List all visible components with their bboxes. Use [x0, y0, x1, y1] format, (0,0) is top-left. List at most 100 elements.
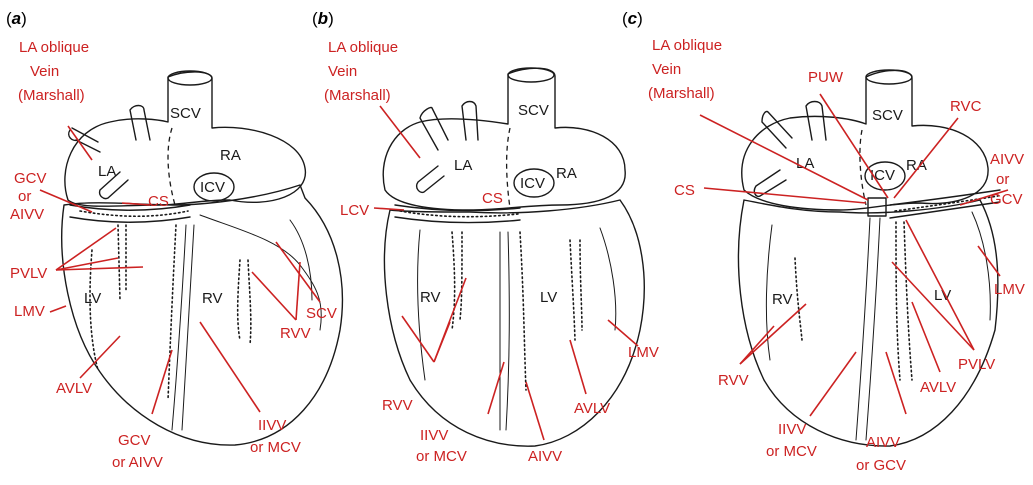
label-lv: LV [84, 290, 101, 307]
rvv-vein [795, 258, 802, 340]
label-cs: CS [674, 182, 695, 199]
label-oblique-2: Vein [30, 63, 59, 80]
label-iivv-2: or MCV [250, 439, 301, 456]
label-puw: PUW [808, 69, 844, 86]
leader-pvlv-1 [906, 220, 974, 350]
lmv-vein [972, 212, 990, 320]
rim-vein [290, 220, 312, 300]
atria-outline [65, 72, 306, 206]
panel-a: (a) SCV RA LA ICV RV LV [6, 9, 342, 471]
label-oblique-1: LA oblique [652, 37, 722, 54]
label-pvlv: PVLV [10, 265, 47, 282]
label-gcv-3: AIVV [10, 206, 44, 223]
scv-opening [866, 70, 912, 84]
leader-iivv [810, 352, 856, 416]
leader-rvv-1 [252, 272, 296, 320]
label-oblique-3: (Marshall) [18, 87, 85, 104]
label-cs: CS [148, 193, 169, 210]
pulmonary-vein-1 [762, 111, 792, 148]
label-scv: SCV [518, 102, 549, 119]
label-ra: RA [220, 147, 241, 164]
leader-aivv [526, 382, 544, 440]
label-lv: LV [540, 289, 557, 306]
label-aivv-b-1: AIVV [866, 434, 900, 451]
label-lmv: LMV [628, 344, 659, 361]
label-aivv-b-2: or GCV [856, 457, 906, 474]
leader-iivv [200, 322, 260, 412]
leader-oblique [380, 106, 420, 158]
label-aivv-1: AIVV [990, 151, 1024, 168]
label-la: LA [454, 157, 472, 174]
gcv-vein [168, 225, 176, 400]
pulmonary-vein-2 [462, 102, 478, 141]
label-oblique-2: Vein [652, 61, 681, 78]
label-avlv: AVLV [56, 380, 92, 397]
rvv-vein [238, 260, 251, 345]
label-ra: RA [906, 157, 927, 174]
avlv-vein [570, 240, 582, 340]
label-gcv-2: or [18, 188, 31, 205]
leader-rvv-1 [402, 316, 434, 362]
label-rvv: RVV [718, 372, 749, 389]
pvlv-vein [896, 222, 912, 380]
label-lmv: LMV [994, 281, 1025, 298]
label-oblique-2: Vein [328, 63, 357, 80]
label-lmv: LMV [14, 303, 45, 320]
label-rv: RV [202, 290, 223, 307]
label-rvv: RVV [280, 325, 311, 342]
label-scv-vein: SCV [306, 305, 337, 322]
panel-b-letter: (b) [312, 9, 334, 28]
scv-opening [168, 71, 212, 85]
panel-c-letter: (c) [622, 9, 643, 28]
label-iivv-1: IIVV [778, 421, 806, 438]
label-gcv-b-1: GCV [118, 432, 151, 449]
interventricular-groove [500, 232, 509, 430]
label-gcv-1: GCV [14, 170, 47, 187]
leader-lmv [50, 306, 66, 312]
label-pvlv: PVLV [958, 356, 995, 373]
atrial-septum [168, 128, 175, 205]
label-rv: RV [772, 291, 793, 308]
label-avlv: AVLV [920, 379, 956, 396]
label-iivv-1: IIVV [258, 417, 286, 434]
iivv-vein [520, 232, 526, 390]
lmv-vein [600, 228, 616, 330]
label-rv: RV [420, 289, 441, 306]
leader-iivv [488, 362, 504, 414]
scv-vein [200, 215, 321, 330]
leader-cs [122, 203, 150, 205]
label-ra: RA [556, 165, 577, 182]
leader-avlv [912, 302, 940, 372]
rvv-vein [452, 232, 462, 330]
label-scv: SCV [170, 105, 201, 122]
label-icv: ICV [520, 175, 545, 192]
coronary-sinus-dots [80, 211, 188, 216]
leader-pvlv-2 [892, 262, 974, 350]
leader-cs [704, 188, 866, 203]
label-la: LA [796, 155, 814, 172]
atrial-septum [507, 128, 510, 208]
coronary-sinus-band [70, 205, 190, 222]
pulmonary-vein-3 [417, 166, 444, 192]
label-iivv-2: or MCV [416, 448, 467, 465]
label-avlv: AVLV [574, 400, 610, 417]
panel-b: (b) SCV RA LA ICV RV LV LA oblique Vein [312, 9, 659, 465]
pulmonary-vein-2 [130, 106, 150, 141]
label-oblique-1: LA oblique [19, 39, 89, 56]
leader-lcv [374, 208, 404, 210]
atria-outline [383, 68, 625, 210]
label-scv: SCV [872, 107, 903, 124]
label-icv: ICV [200, 179, 225, 196]
atrial-septum [860, 130, 866, 205]
leader-rvc [894, 118, 958, 198]
label-oblique-1: LA oblique [328, 39, 398, 56]
pulmonary-vein-1 [420, 107, 448, 150]
leader-avlv [570, 340, 586, 394]
label-aivv-3: GCV [990, 191, 1023, 208]
panel-c: (c) SCV RA LA ICV RV LV [622, 9, 1025, 474]
label-oblique-3: (Marshall) [324, 87, 391, 104]
label-rvc: RVC [950, 98, 982, 115]
label-rvv: RVV [382, 397, 413, 414]
